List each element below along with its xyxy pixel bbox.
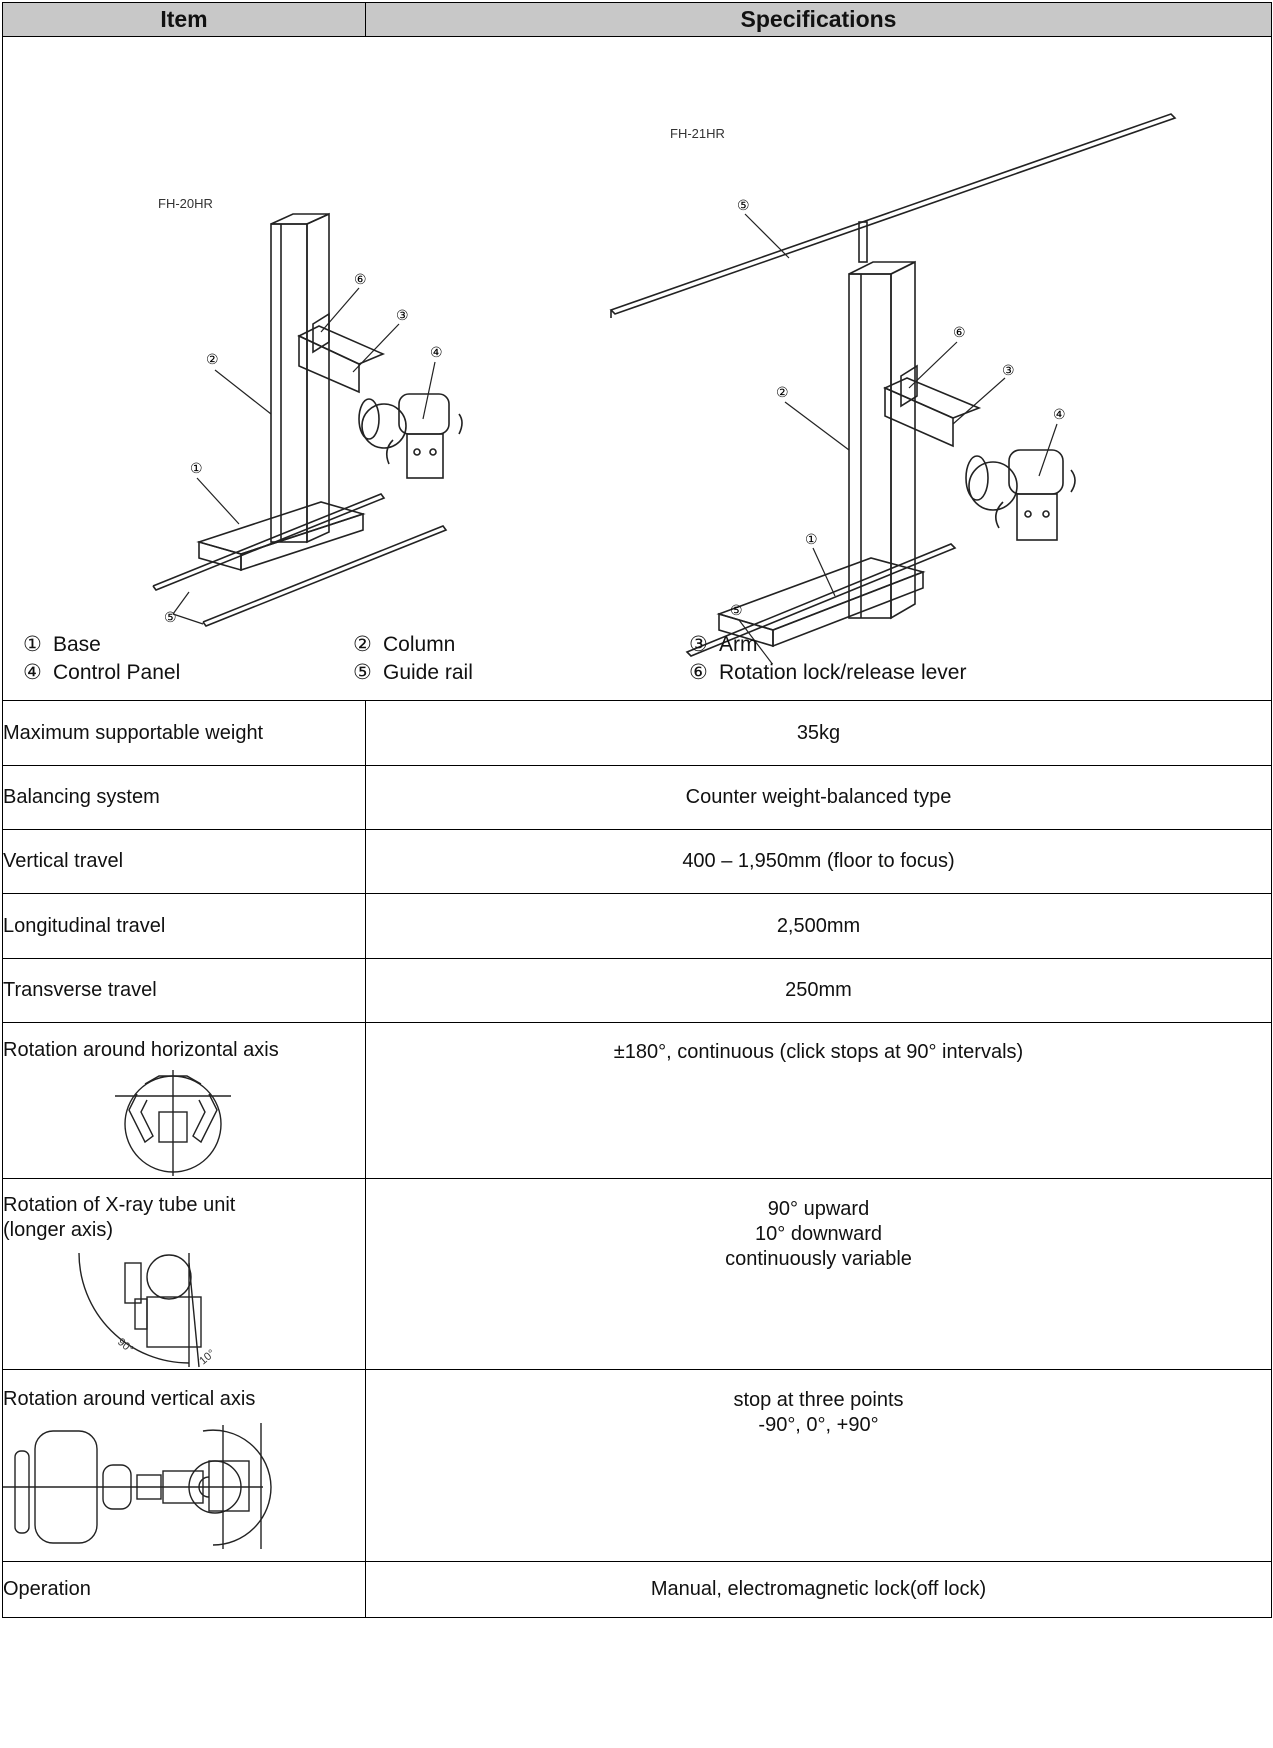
row-spec: stop at three points -90°, 0°, +90° [365, 1369, 1272, 1562]
row-spec-text: ±180°, continuous (click stops at 90° in… [613, 1041, 1024, 1063]
horizontal-axis-rotation-figure [115, 1070, 231, 1176]
right-column [848, 272, 892, 619]
header-specifications: Specifications [365, 2, 1272, 37]
table-row: Balancing system Counter weight-balanced… [2, 765, 1272, 830]
row-item: Rotation of X-ray tube unit (longer axis… [2, 1178, 366, 1370]
table-row: Rotation around horizontal axis ±180°, c… [2, 1022, 1272, 1179]
row-spec: 250mm [365, 958, 1272, 1023]
right-callout-3: ③ [1002, 362, 1015, 378]
right-callout-4: ④ [1053, 406, 1066, 422]
table-row: Maximum supportable weight 35kg [2, 700, 1272, 766]
row-spec: 2,500mm [365, 893, 1272, 959]
left-tube [361, 402, 407, 449]
right-callout-2: ② [776, 384, 789, 400]
left-rail-2 [202, 524, 448, 627]
left-callout-6: ⑥ [354, 271, 367, 287]
left-rail-1 [152, 492, 386, 591]
row-item: Rotation around horizontal axis [2, 1022, 366, 1179]
left-callout-3: ③ [396, 307, 409, 323]
table-row: Rotation around vertical axis stop at th… [2, 1369, 1272, 1562]
row-spec-lines: stop at three points -90°, 0°, +90° [733, 1389, 904, 1436]
stand-illustration: FH-20HR [152, 112, 1177, 664]
left-callout-4: ④ [430, 344, 443, 360]
right-callout-1: ① [805, 531, 818, 547]
vertical-axis-rotation-figure [3, 1423, 272, 1549]
table-row: Vertical travel 400 – 1,950mm (floor to … [2, 829, 1272, 894]
row-spec: Manual, electromagnetic lock(off lock) [365, 1561, 1272, 1618]
row-item: Transverse travel [2, 958, 366, 1023]
table-row: Longitudinal travel 2,500mm [2, 893, 1272, 959]
table-row: Transverse travel 250mm [2, 958, 1272, 1023]
tube-unit-rotation-figure: 90° 10° [78, 1252, 218, 1367]
row-spec-lines: 90° upward 10° downward continuously var… [725, 1198, 912, 1270]
row-item-label: Rotation around vertical axis [3, 1388, 256, 1410]
right-callout-5: ⑤ [730, 602, 743, 618]
right-callout-6: ⑥ [953, 324, 966, 340]
right-control-panel [1016, 492, 1058, 541]
row-spec: 90° upward 10° downward continuously var… [365, 1178, 1272, 1370]
row-item: Operation [2, 1561, 366, 1618]
header-item: Item [2, 2, 366, 37]
specifications-table: Item Specifications FH-20HR [2, 2, 1272, 1618]
row-spec: Counter weight-balanced type [365, 765, 1272, 830]
row-item: Maximum supportable weight [2, 700, 366, 766]
row-spec: 35kg [365, 700, 1272, 766]
right-tube [968, 460, 1018, 511]
right-callout-5-top: ⑤ [737, 197, 750, 213]
row-item: Longitudinal travel [2, 893, 366, 959]
row-item-label: Rotation around horizontal axis [3, 1039, 279, 1061]
right-floor-rail [685, 542, 957, 657]
right-arm [884, 386, 954, 447]
left-model-label: FH-20HR [158, 196, 213, 211]
angle-label-90: 90° [115, 1336, 135, 1356]
row-item: Balancing system [2, 765, 366, 830]
diagram-cell: FH-20HR [2, 36, 1272, 701]
left-column [270, 222, 308, 543]
diagram-row: FH-20HR [2, 36, 1272, 701]
row-item-label: Rotation of X-ray tube unit (longer axis… [3, 1194, 236, 1241]
header-row: Item Specifications [2, 2, 1272, 37]
left-callout-1: ① [190, 460, 203, 476]
angle-label-10: 10° [197, 1347, 217, 1367]
row-item: Rotation around vertical axis [2, 1369, 366, 1562]
row-spec: 400 – 1,950mm (floor to focus) [365, 829, 1272, 894]
left-callout-2: ② [206, 351, 219, 367]
right-model-label: FH-21HR [670, 126, 725, 141]
right-overhead-rail [609, 112, 1177, 315]
row-spec: ±180°, continuous (click stops at 90° in… [365, 1022, 1272, 1179]
table-row: Operation Manual, electromagnetic lock(o… [2, 1561, 1272, 1618]
table-row: Rotation of X-ray tube unit (longer axis… [2, 1178, 1272, 1370]
left-control-panel [406, 432, 444, 479]
row-item: Vertical travel [2, 829, 366, 894]
